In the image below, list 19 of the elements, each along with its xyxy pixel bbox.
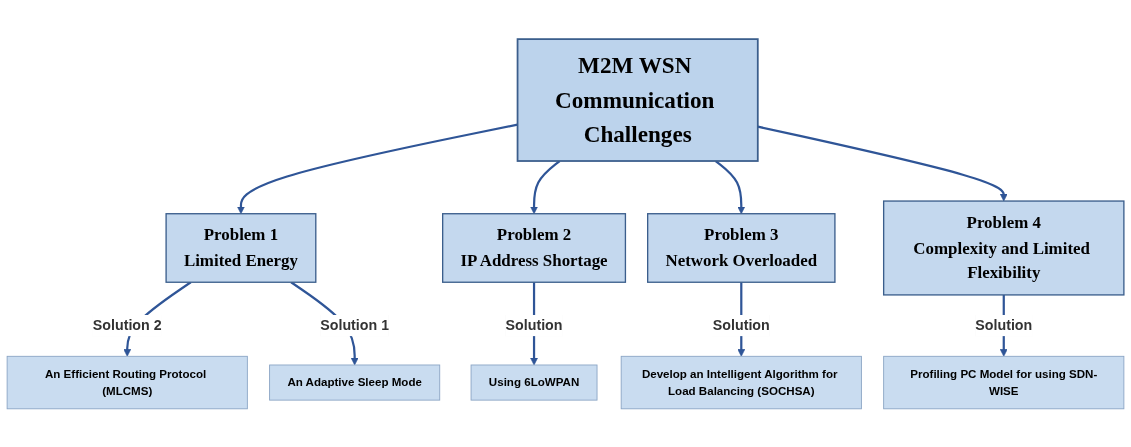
- arrow: [530, 159, 561, 214]
- arrow: [715, 159, 746, 214]
- node-box: Problem 3 Network Overloaded: [647, 212, 836, 283]
- node-box: Using 6LoWPAN: [470, 364, 598, 401]
- edge-label: Solution 1: [320, 317, 390, 333]
- node-box: Problem 4 Complexity and Limited Flexibility: [883, 199, 1125, 296]
- node-box: Develop an Intelligent Algorithm for Load Balancing (SOCHSA): [620, 355, 862, 409]
- node-box: M2M WSN Communication Challenges: [516, 37, 759, 162]
- node-box: An Adaptive Sleep Mode: [269, 364, 441, 401]
- edge-label: Solution 2: [92, 317, 162, 333]
- arrow: [237, 123, 518, 214]
- edge-label: Solution: [975, 317, 1033, 333]
- edge-label: Solution: [712, 317, 770, 333]
- arrow: [757, 125, 1008, 201]
- node-box: Problem 1 Limited Energy: [165, 212, 317, 283]
- node-box: Profiling PC Model for using SDN-WISE: [883, 355, 1125, 409]
- edge-label: Solution: [505, 317, 563, 333]
- node-box: Problem 2 IP Address Shortage: [442, 212, 627, 283]
- node-box: An Efficient Routing Protocol (MLCMS): [6, 355, 248, 409]
